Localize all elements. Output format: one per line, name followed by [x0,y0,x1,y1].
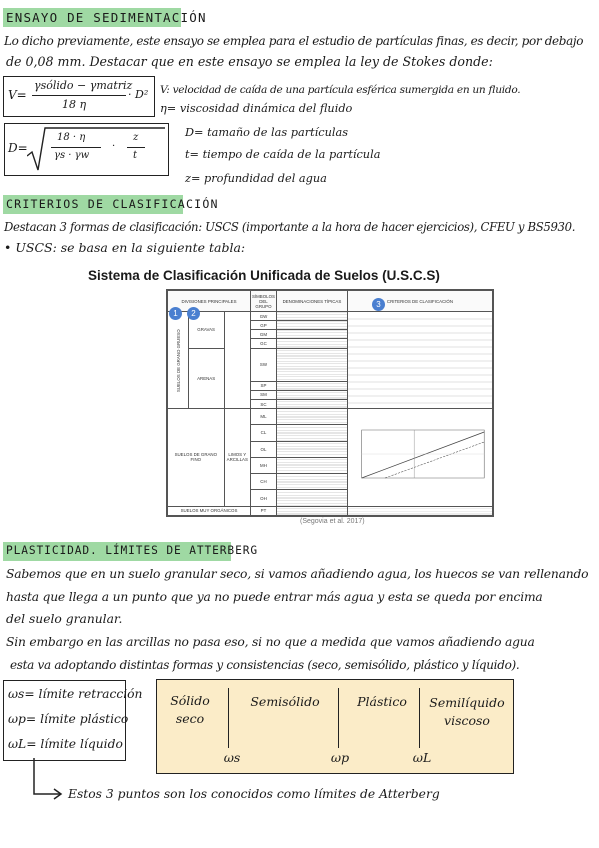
table-cell-symbol: SP [250,380,277,391]
table-cell-symbol: GW [250,310,277,322]
text-line: esta va adoptando distintas formas y con… [10,658,520,672]
division-label: SUELOS DE GRANO FINO [167,408,225,507]
formula-numerator: 18 · η [57,132,86,143]
division-label: SUELOS DE GRANO GRUESO [167,311,189,409]
table-caption: (Segovia et al. 2017) [300,518,365,525]
formula-tail: · D² [128,88,149,101]
fraction-bar [127,147,145,148]
atterberg-limits-box: ωs= límite retracción ωp= límite plástic… [3,680,142,761]
definition-line: η= viscosidad dinámica del fluido [160,102,353,115]
table-header: CRITERIOS DE CLASIFICACIÓN [346,290,494,312]
section-heading-sedimentacion: ENSAYO DE SEDIMENTACIÓN [6,10,207,25]
table-cell-symbol: GC [250,338,277,349]
definition-line: V: velocidad de caída de una partícula e… [160,84,521,96]
badge-3: 3 [372,298,385,311]
formula-denominator: t [133,150,138,161]
text-line: Destacan 3 formas de clasificación: USCS… [4,220,576,234]
text-line: • USCS: se basa en la siguiente tabla: [4,240,246,255]
text-line: hasta que llega a un punto que ya no pue… [6,590,543,604]
arrow-icon [33,758,63,800]
table-cell-symbol: CH [250,473,277,491]
limit-plastic: ωp= límite plástico [8,712,129,726]
state-semiliquid: Semilíquido viscoso [429,695,505,728]
table-cell-symbol: GP [250,320,277,331]
table-cell-symbol: CL [250,424,277,442]
text-line: del suelo granular. [6,612,123,626]
plasticity-chart [361,429,485,479]
formula-velocity-box: V= γsólido − γmatriz 18 η · D² [3,76,155,117]
state-solid-dry: Sólido seco [170,693,210,726]
division-label: SUELOS MUY ORGÁNICOS [167,505,251,517]
definition-line: z= profundidad del agua [185,172,327,185]
formula-lhs: V= [8,88,27,102]
formula-diameter-box: D= 18 · η γs · γw · z t [4,123,169,176]
table-title: Sistema de Clasificación Unificada de Su… [88,268,440,283]
table-cell-symbol: GM [250,329,277,340]
fraction-bar [32,95,126,96]
formula-denominator: 18 η [62,98,87,111]
division-label: LIMOS Y ARCILLAS [223,408,252,507]
heading-highlight [3,8,181,27]
limit-liquid: ωL= límite líquido [8,737,123,751]
text-line: Lo dicho previamente, este ensayo se emp… [4,34,584,48]
footnote: Estos 3 puntos son los conocidos como lí… [68,787,440,801]
definition-line: t= tiempo de caída de la partícula [185,148,381,161]
heading-highlight [3,195,183,214]
consistency-states-diagram: Sólido seco Semisólido Plástico Semilíqu… [156,679,514,774]
uscs-table: DIVISIONES PRINCIPALES SÍMBOLOS DEL GRUP… [166,289,494,517]
definition-line: D= tamaño de las partículas [185,126,349,139]
uscs-grid: DIVISIONES PRINCIPALES SÍMBOLOS DEL GRUP… [167,290,494,517]
table-header: DIVISIONES PRINCIPALES [167,290,251,312]
section-heading-plasticidad: PLASTICIDAD. LÍMITES DE ATTERBERG [6,544,258,557]
limit-shrinkage: ωs= límite retracción [8,687,143,701]
section-heading-clasificacion: CRITERIOS DE CLASIFICACIÓN [6,197,219,211]
table-header: SÍMBOLOS DEL GRUPO [250,290,277,312]
marker-wl: ωL [412,750,432,765]
badge-1: 1 [169,307,182,320]
text-line: de 0,08 mm. Destacar que en este ensayo … [6,54,493,69]
sqrt-symbol [27,127,165,171]
limit-divider [228,688,229,748]
marker-wp: ωp [330,750,350,765]
heading-highlight [3,542,231,561]
table-cell-symbol: SC [250,398,277,410]
state-semisolid: Semisólido [250,694,320,709]
table-cell-symbol: OH [250,489,277,507]
text-line: Sabemos que en un suelo granular seco, s… [6,567,589,581]
table-cell-symbol: PT [250,505,277,517]
marker-ws: ωs [223,750,241,765]
formula-numerator: z [133,132,139,143]
limit-divider [419,688,420,748]
table-cell-symbol: SW [250,347,277,382]
limit-divider [338,688,339,748]
table-cell-symbol: MH [250,456,277,475]
formula-numerator: γsólido − γmatriz [34,79,133,92]
table-header: DENOMINACIONES TÍPICAS [275,290,348,312]
formula-lhs: D= [8,141,28,155]
state-plastic: Plástico [357,694,407,709]
badge-2: 2 [187,307,200,320]
text-line: Sin embargo en las arcillas no pasa eso,… [6,635,535,649]
fraction-bar [51,147,101,148]
division-label: ARENAS [187,347,225,410]
formula-denominator: γs · γw [54,150,90,161]
formula-dot: · [112,141,116,152]
table-cell-symbol: OL [250,440,277,458]
table-cell-symbol: ML [250,408,277,426]
table-cell-symbol: SM [250,389,277,400]
